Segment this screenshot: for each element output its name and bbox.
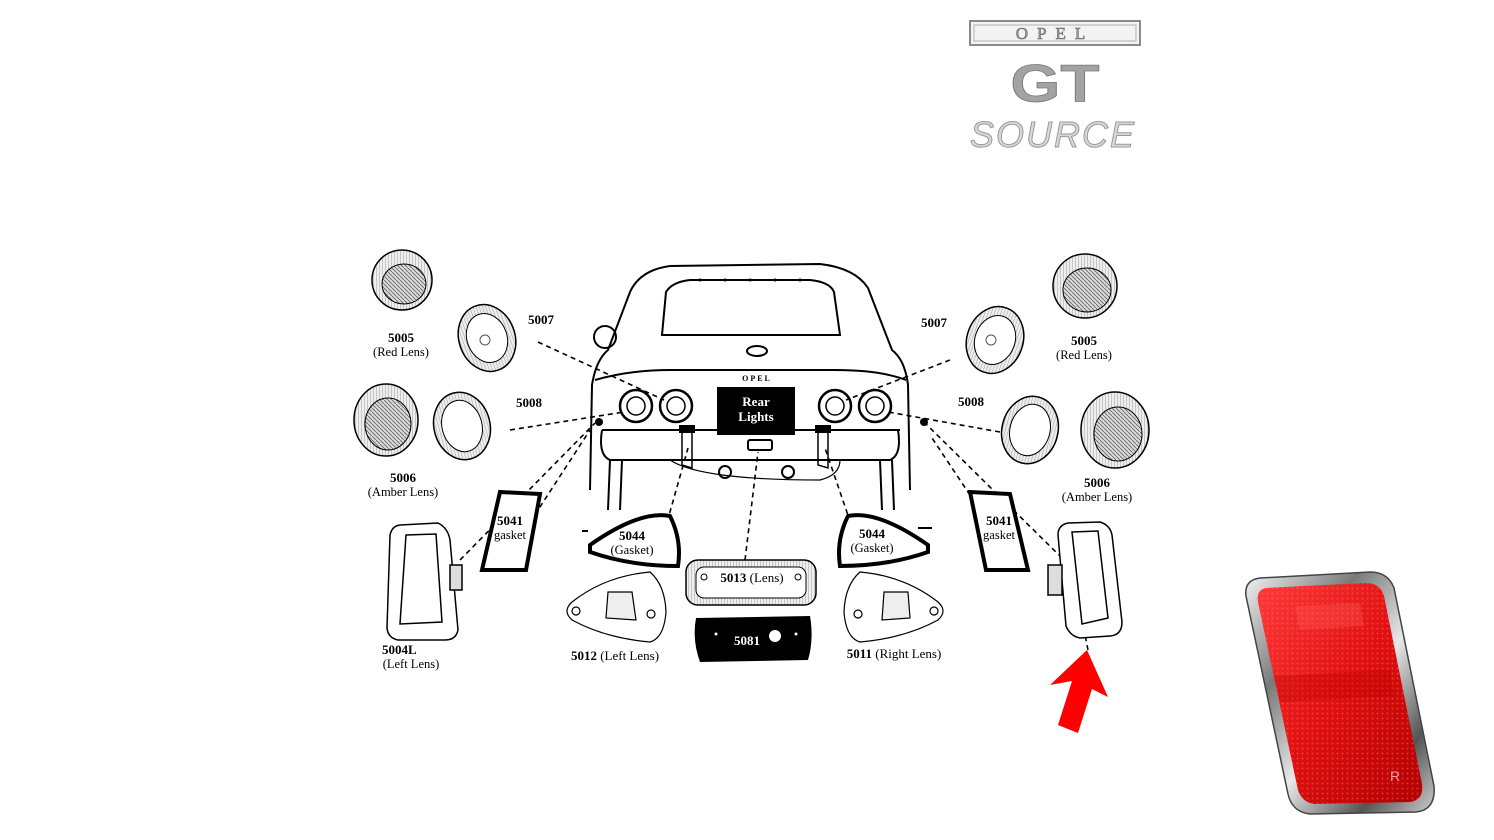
part-5008-left-lens <box>432 391 492 461</box>
label-5008-left: 5008 <box>516 395 542 410</box>
logo-model-text: GT <box>1011 55 1100 113</box>
part-5044-right-gasket <box>837 513 930 569</box>
label-5011: 5011 (Right Lens) <box>846 646 942 661</box>
part-5041-right-gasket <box>967 489 1031 572</box>
label-5007-right: 5007 <box>921 315 947 330</box>
car-rear-outline <box>589 262 911 511</box>
part-5006-left-housing <box>353 383 419 457</box>
label-5005-right: 5005(Red Lens) <box>1056 333 1112 362</box>
part-5041-left-gasket <box>479 489 543 572</box>
label-5013: 5013 (Lens) <box>720 570 784 585</box>
red-highlight-arrow <box>1050 650 1108 733</box>
label-5006-right: 5006(Amber Lens) <box>1061 475 1133 504</box>
part-5007-left-lens <box>457 303 517 373</box>
part-5081-plate <box>694 616 812 662</box>
car-tail-lamps <box>618 388 893 424</box>
rear-lights-title: Rear Lights <box>738 394 774 424</box>
reflector-corner-mark: R <box>1390 768 1400 784</box>
part-5005-left-housing <box>371 249 433 311</box>
car-left-marker-dot <box>595 418 603 426</box>
label-5012: 5012 (Left Lens) <box>570 648 660 663</box>
side-marker-reflector-photo: R <box>1245 571 1435 815</box>
label-5008-right: 5008 <box>958 394 984 409</box>
logo-tagline-text: SOURCE <box>970 114 1136 155</box>
label-5004L: 5004L(Left Lens) <box>382 642 440 671</box>
label-5006-left: 5006(Amber Lens) <box>367 470 439 499</box>
label-5005-left: 5005(Red Lens) <box>373 330 429 359</box>
part-5012-left-lens <box>566 571 667 643</box>
part-5007-right-lens <box>965 305 1025 375</box>
part-5005-right-housing <box>1052 253 1118 319</box>
label-5007-left: 5007 <box>528 312 554 327</box>
car-badge-text: OPEL <box>742 374 772 383</box>
opel-gt-source-logo: OPEL GT SOURCE <box>969 20 1141 156</box>
diagram-drawing: OPEL <box>353 249 1150 662</box>
label-5044-left: 5044(Gasket) <box>610 528 654 557</box>
part-5011-right-lens <box>843 571 944 643</box>
part-5008-right-lens <box>1000 395 1060 465</box>
rear-lights-diagram: OPEL <box>340 240 1170 690</box>
part-5006-right-housing <box>1080 391 1150 469</box>
part-5004R-side-marker <box>1047 521 1123 639</box>
part-5004L-side-marker <box>386 522 463 641</box>
part-5013-lens <box>685 559 817 606</box>
label-5044-right: 5044(Gasket) <box>850 526 894 555</box>
logo-brand-text: OPEL <box>1016 24 1095 43</box>
part-5044-left-gasket <box>588 513 681 569</box>
label-5081: 5081 <box>734 633 760 648</box>
rear-lights-label-box <box>717 387 795 435</box>
windshield-defroster-dots <box>698 278 802 282</box>
